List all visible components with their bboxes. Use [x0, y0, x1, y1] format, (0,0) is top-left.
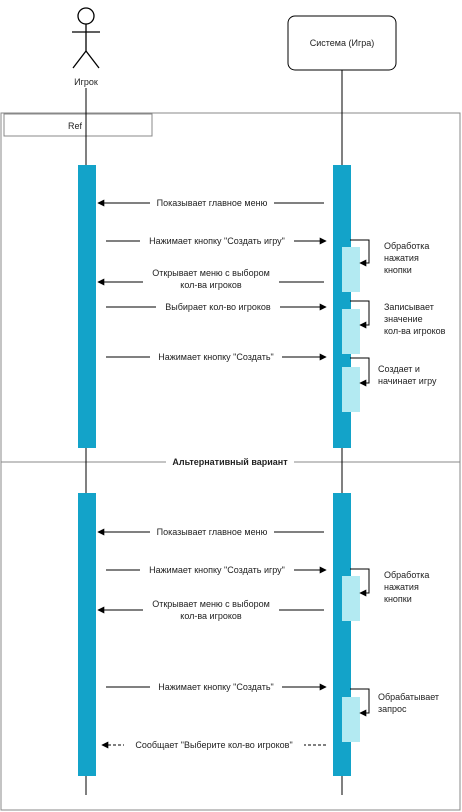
alt-fragment-label: Альтернативный вариант: [172, 457, 288, 467]
message-label: Нажимает кнопку "Создать": [158, 352, 274, 362]
fragment-tag-box: [3, 113, 153, 137]
note-line: начинает игру: [378, 376, 437, 386]
message-label: Нажимает кнопку "Создать игру": [149, 565, 285, 575]
note-line: Обработка: [384, 241, 429, 251]
player-actor-label: Игрок: [74, 77, 98, 87]
message-label: Нажимает кнопку "Создать": [158, 682, 274, 692]
message-label: кол-ва игроков: [180, 611, 242, 621]
note-line: запрос: [378, 704, 407, 714]
inner-activation: [342, 309, 360, 354]
return-message-label: Сообщает "Выберите кол-во игроков": [135, 740, 292, 750]
self-call-arrow: [350, 300, 370, 329]
fragment-tag: Ref: [68, 121, 83, 131]
message-label: Открывает меню с выбором: [152, 599, 270, 609]
player-actor-icon: [72, 7, 100, 69]
self-call-arrow: [350, 568, 370, 597]
note-line: кол-ва игроков: [384, 326, 446, 336]
system-box: [287, 15, 397, 71]
self-call-arrow: [350, 239, 370, 267]
note-line: Обработка: [384, 570, 429, 580]
note-line: нажатия: [384, 582, 419, 592]
player-activation-bar: [78, 493, 96, 776]
note-line: Записывает: [384, 302, 434, 312]
self-call-arrow: [350, 688, 370, 717]
note-line: кнопки: [384, 265, 412, 275]
inner-activation: [342, 247, 360, 292]
message-label: Показывает главное меню: [157, 527, 268, 537]
inner-activation: [342, 697, 360, 742]
player-activation-bar: [78, 165, 96, 448]
note-line: значение: [384, 314, 423, 324]
message-label: Открывает меню с выбором: [152, 268, 270, 278]
system-label: Система (Игра): [310, 38, 375, 48]
message-label: кол-ва игроков: [180, 280, 242, 290]
note-line: Обрабатывает: [378, 692, 439, 702]
message-label: Выбирает кол-во игроков: [165, 302, 271, 312]
message-label: Показывает главное меню: [157, 198, 268, 208]
message-label: Нажимает кнопку "Создать игру": [149, 236, 285, 246]
note-line: Создает и: [378, 364, 420, 374]
inner-activation: [342, 367, 360, 412]
note-line: кнопки: [384, 594, 412, 604]
inner-activation: [342, 576, 360, 621]
note-line: нажатия: [384, 253, 419, 263]
self-call-arrow: [350, 357, 370, 387]
